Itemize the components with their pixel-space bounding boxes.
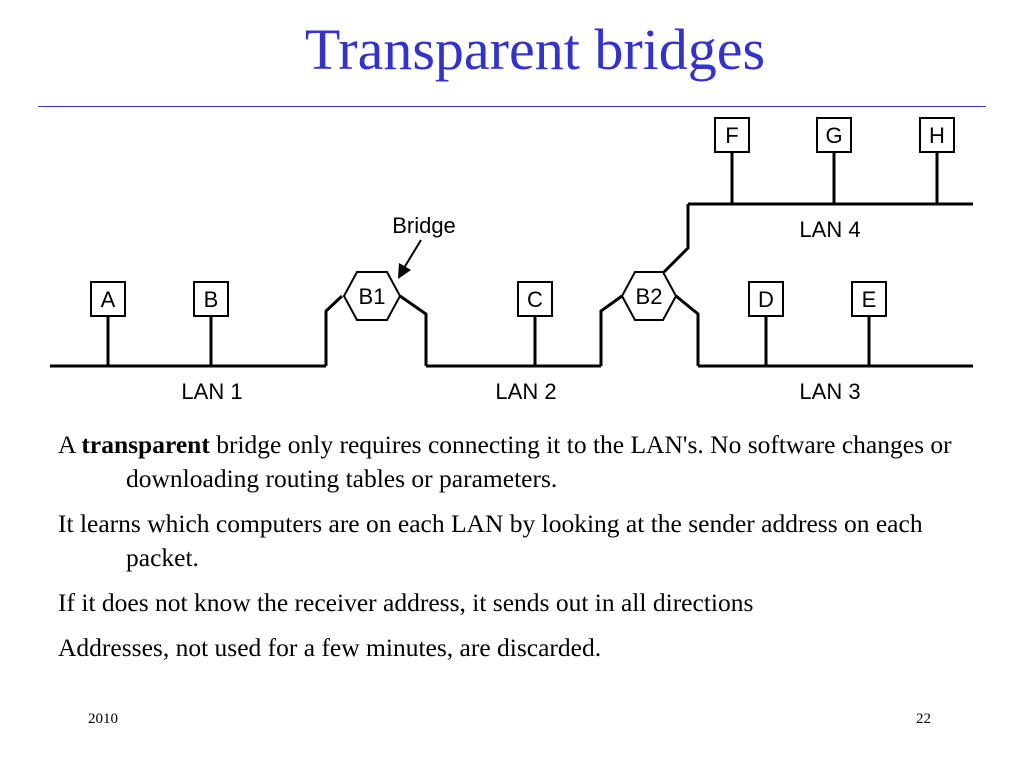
paragraph-transparent: A transparent bridge only requires conne… xyxy=(58,428,998,496)
footer-year: 2010 xyxy=(88,711,118,727)
b1-right-link xyxy=(399,294,428,366)
paragraph-learning: It learns which computers are on each LA… xyxy=(58,509,923,572)
slide-body: A transparent bridge only requires conne… xyxy=(58,428,998,676)
host-a-label: A xyxy=(101,287,116,312)
host-f-label: F xyxy=(725,123,738,148)
b2-lan4-link xyxy=(662,204,690,274)
bridge-b2-hexagon xyxy=(620,271,678,321)
lan1-label: LAN 1 xyxy=(181,379,242,404)
b2-right-link xyxy=(675,294,700,366)
host-b-box xyxy=(193,281,229,317)
p1-bold-term: transparent xyxy=(81,430,210,459)
b1-left-link xyxy=(324,294,344,366)
host-d-box xyxy=(748,281,784,317)
network-diagram: A B C D E F G H B1 B2 LAN 1 LAN 2 LAN 3 … xyxy=(50,117,973,404)
host-d-label: D xyxy=(758,287,774,312)
slide-title: Transparent bridges xyxy=(304,17,766,82)
host-b-label: B xyxy=(204,287,219,312)
host-c-box xyxy=(517,281,553,317)
lan4-label: LAN 4 xyxy=(799,217,860,242)
bridge-b1-label: B1 xyxy=(359,284,386,309)
paragraph-aging: Addresses, not used for a few minutes, a… xyxy=(58,633,602,662)
b2-left-link xyxy=(599,294,623,366)
host-h-label: H xyxy=(929,123,945,148)
host-a-box xyxy=(90,281,126,317)
bridge-b2-label: B2 xyxy=(636,284,663,309)
host-c-label: C xyxy=(527,287,543,312)
host-e-label: E xyxy=(862,287,877,312)
lan2-label: LAN 2 xyxy=(495,379,556,404)
bridge-callout-arrow xyxy=(398,239,422,279)
p1-rest: bridge only requires connecting it to th… xyxy=(126,430,952,493)
p1-prefix: A xyxy=(58,430,82,459)
title-divider xyxy=(38,106,986,107)
bridge-callout-label: Bridge xyxy=(392,213,456,238)
bridge-b1-hexagon xyxy=(342,271,402,321)
lan3-label: LAN 3 xyxy=(799,379,860,404)
paragraph-flooding: If it does not know the receiver address… xyxy=(58,588,754,617)
host-e-box xyxy=(851,281,887,317)
host-g-label: G xyxy=(825,123,842,148)
host-f-box xyxy=(714,117,750,153)
host-g-box xyxy=(816,117,852,153)
host-h-box xyxy=(919,117,955,153)
footer-page-number: 22 xyxy=(916,711,931,727)
